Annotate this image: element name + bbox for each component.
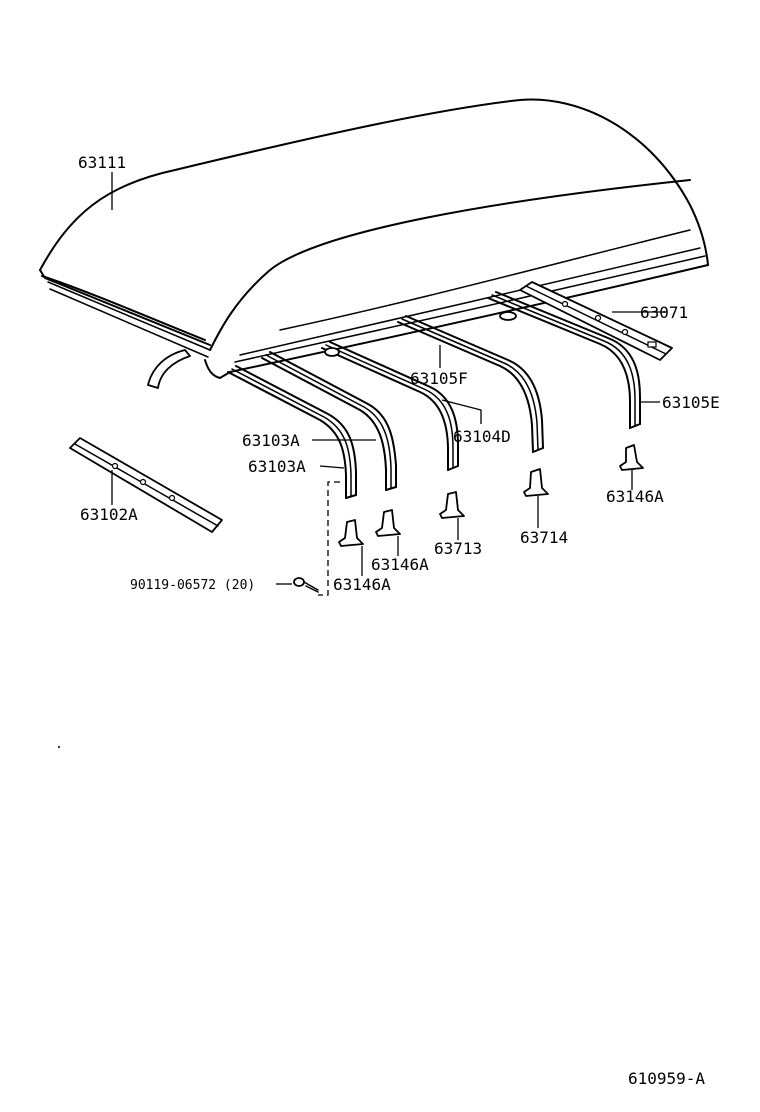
front-header-rail <box>69 437 223 533</box>
label-63102A: 63102A <box>80 505 138 524</box>
bracket-63714 <box>523 468 549 497</box>
label-63105E: 63105E <box>662 393 720 412</box>
label-63071: 63071 <box>640 303 688 322</box>
bolt-90119 <box>276 577 319 593</box>
label-63714: 63714 <box>520 528 568 547</box>
figure-code: 610959-A <box>628 1069 705 1088</box>
label-63146A-mid: 63146A <box>371 555 429 574</box>
label-63146A-low: 63146A <box>333 575 391 594</box>
label-63103A-lower: 63103A <box>248 457 306 476</box>
label-63146A-right: 63146A <box>606 487 664 506</box>
roof-panel <box>39 98 709 379</box>
bracket-63713 <box>439 491 465 519</box>
roof-bow-63105F <box>397 315 544 453</box>
leader-lines <box>111 172 667 576</box>
bracket-63146A-right <box>619 444 644 471</box>
bracket-63146A-low <box>338 519 364 547</box>
label-63105F: 63105F <box>410 369 468 388</box>
roof-bow-63103A-rear <box>261 351 397 491</box>
label-63103A-upper: 63103A <box>242 431 300 450</box>
label-bolt: 90119-06572 (20) <box>130 578 255 593</box>
label-63104D: 63104D <box>453 427 511 446</box>
assembly-dash-line <box>318 481 340 596</box>
roof-bow-63104D <box>321 341 459 471</box>
label-63111: 63111 <box>78 153 126 172</box>
roof-bow-63105E <box>487 291 641 429</box>
stray-dot <box>58 746 60 748</box>
bracket-63146A-mid <box>375 509 401 537</box>
rear-header-rail <box>519 281 673 361</box>
label-63713: 63713 <box>434 539 482 558</box>
front-bow-stub <box>147 349 191 389</box>
